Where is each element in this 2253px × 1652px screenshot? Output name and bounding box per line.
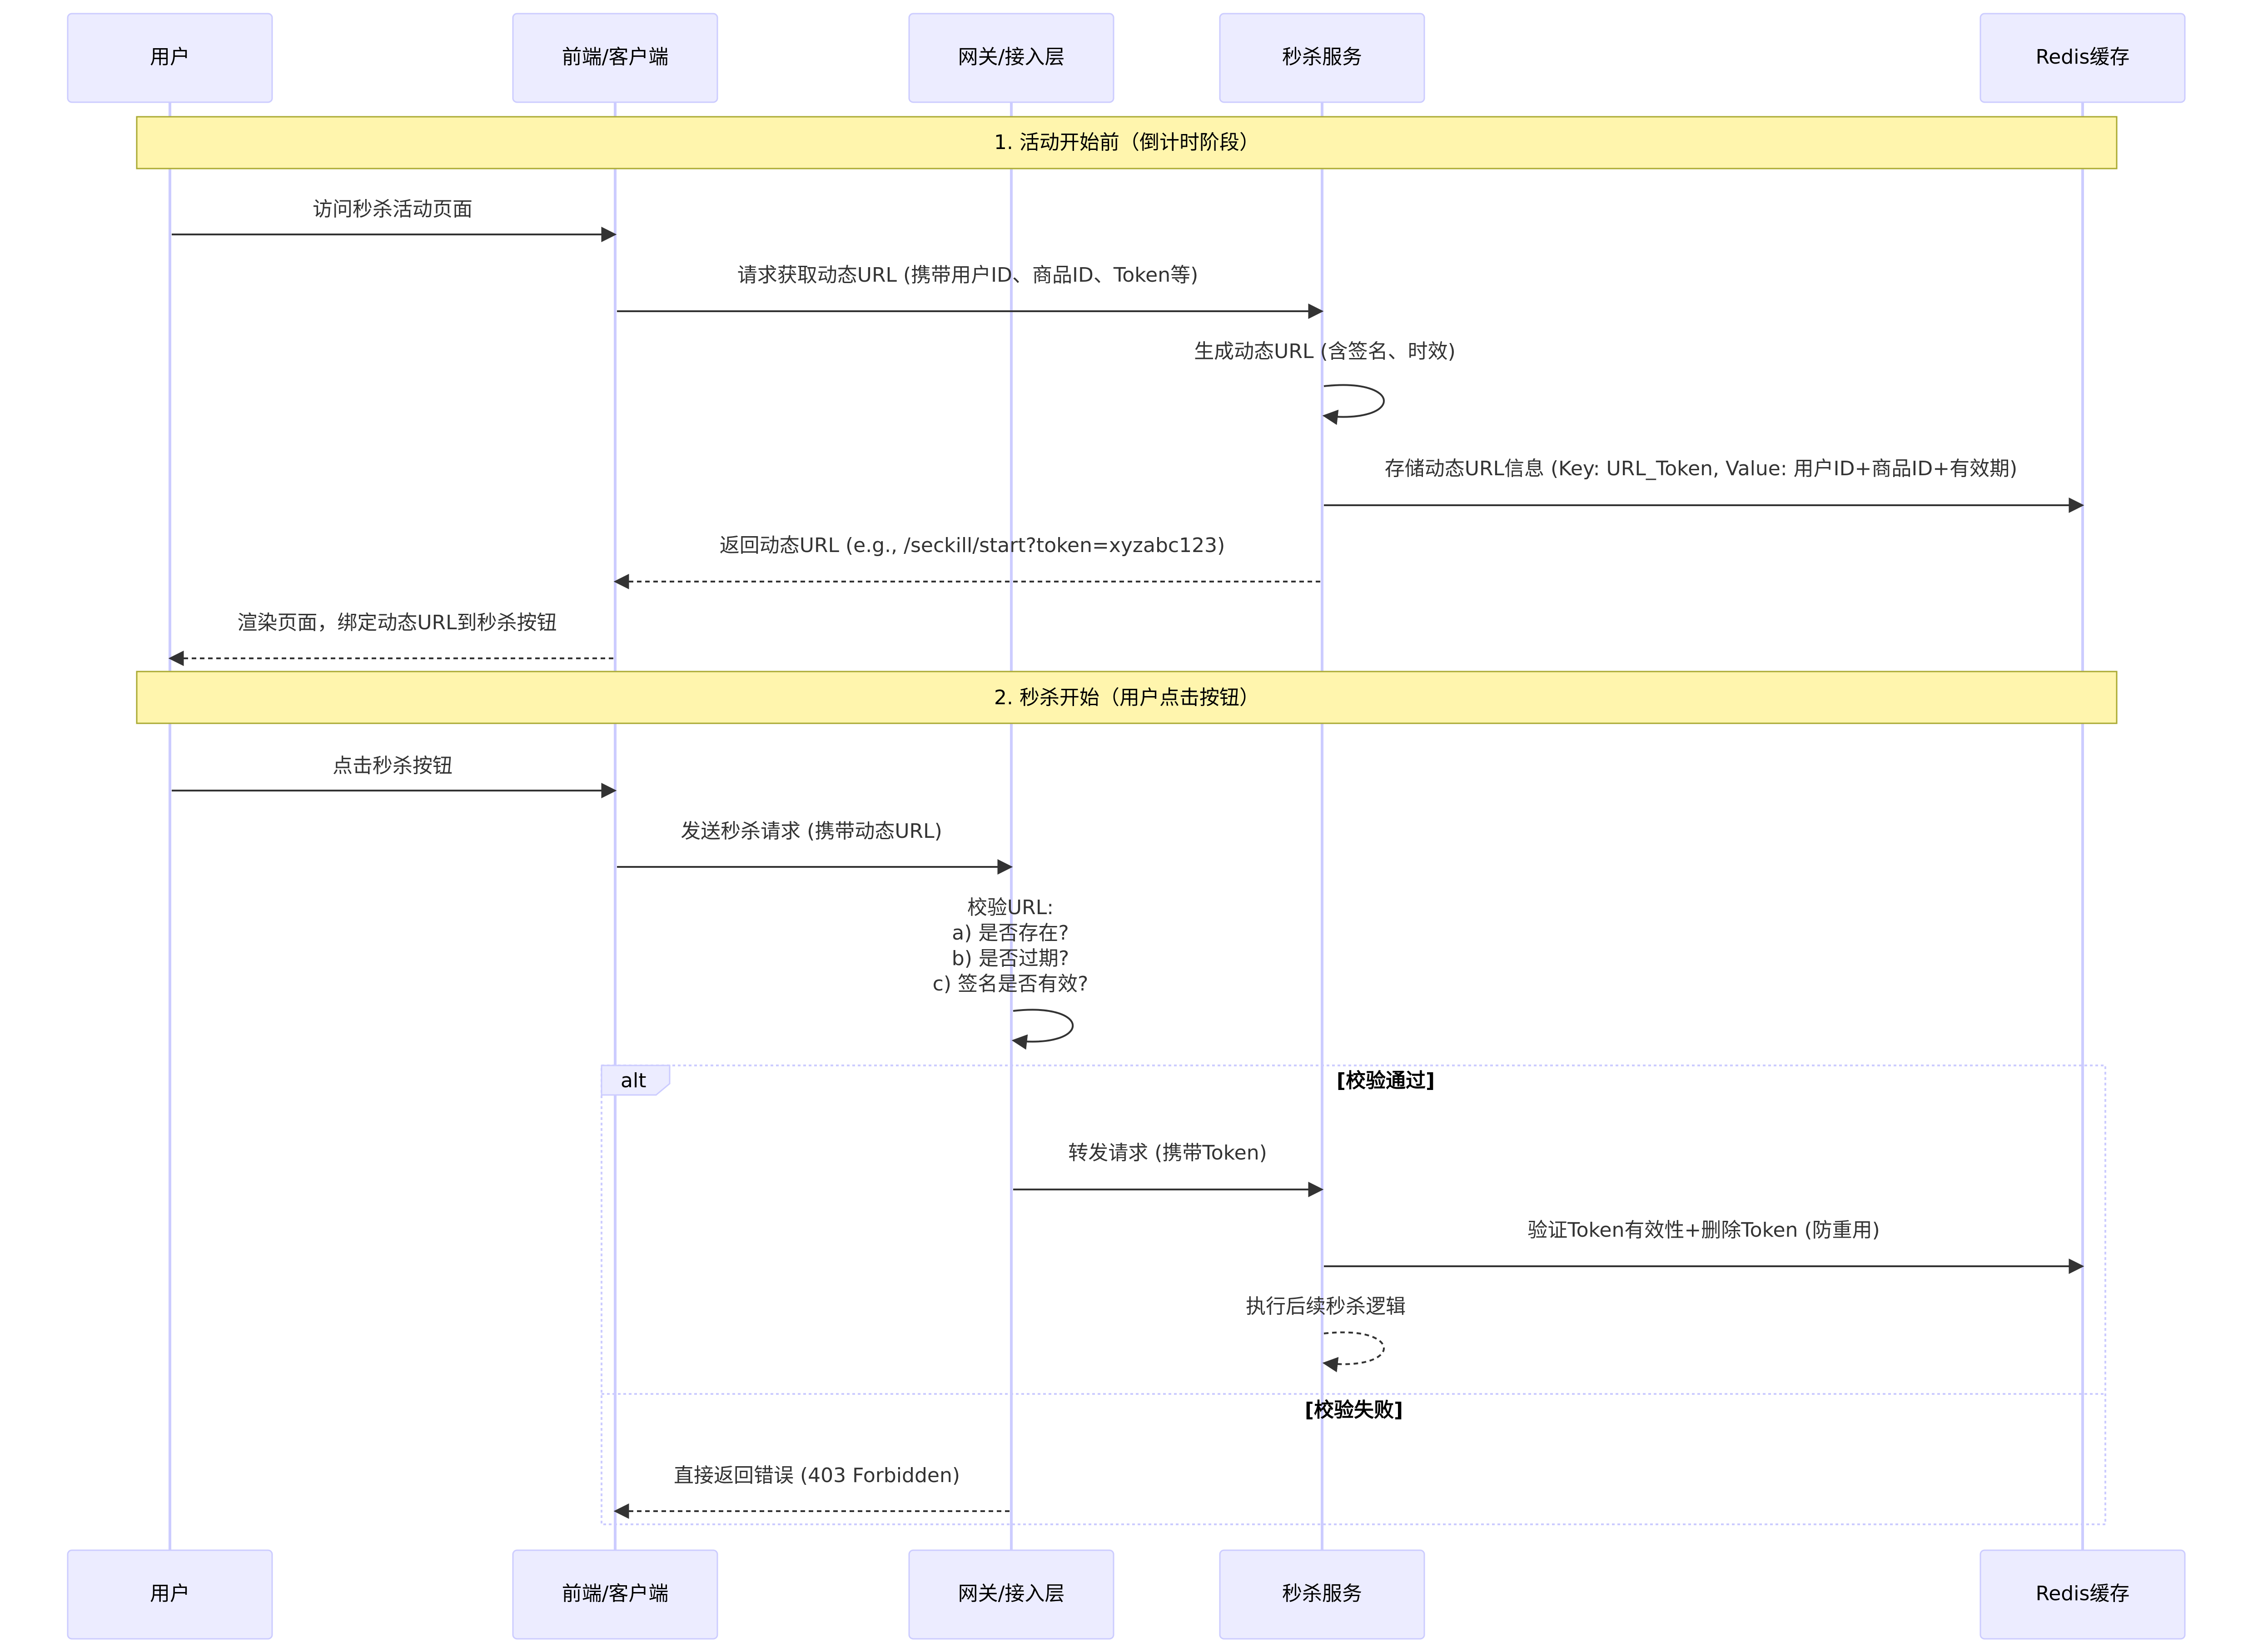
message-visit-page: 访问秒杀活动页面 (172, 198, 617, 242)
message-render-page: 渲染页面，绑定动态URL到秒杀按钮 (168, 611, 613, 666)
message-label: 存储动态URL信息 (Key: URL_Token, Value: 用户ID+商… (1385, 457, 2018, 480)
message-click-button: 点击秒杀按钮 (172, 754, 617, 798)
actor-label: 用户 (150, 45, 190, 69)
actor-client-top[interactable]: 前端/客户端 (512, 13, 718, 103)
actor-label: 网关/接入层 (958, 45, 1065, 69)
actors-bottom: 用户 前端/客户端 网关/接入层 秒杀服务 Redis缓存 (67, 1549, 2186, 1640)
alt-condition-fail: [校验失败] (1305, 1398, 1403, 1422)
message-forward-request: 转发请求 (携带Token) (1013, 1141, 1324, 1197)
message-return-error: 直接返回错误 (403 Forbidden) (613, 1464, 1010, 1519)
actor-user-bottom[interactable]: 用户 (67, 1549, 273, 1640)
message-label: 访问秒杀活动页面 (313, 198, 472, 221)
actor-client-bottom[interactable]: 前端/客户端 (512, 1549, 718, 1640)
message-label: 返回动态URL (e.g., /seckill/start?token=xyza… (720, 534, 1225, 557)
message-return-url: 返回动态URL (e.g., /seckill/start?token=xyza… (613, 534, 1320, 589)
actor-label: 网关/接入层 (958, 1582, 1065, 1605)
actor-label: 用户 (150, 1582, 190, 1605)
message-label: 执行后续秒杀逻辑 (1246, 1295, 1406, 1318)
message-label: 发送秒杀请求 (携带动态URL) (681, 820, 942, 843)
message-label-line-3: b) 是否过期? (952, 947, 1069, 970)
message-send-seckill-request: 发送秒杀请求 (携带动态URL) (617, 820, 1013, 875)
note-phase2: 2. 秒杀开始（用户点击按钮） (136, 671, 2118, 724)
actor-label: 前端/客户端 (562, 1582, 669, 1605)
actor-seckill-bottom[interactable]: 秒杀服务 (1219, 1549, 1425, 1640)
message-label: 请求获取动态URL (携带用户ID、商品ID、Token等) (737, 264, 1199, 287)
note-phase1: 1. 活动开始前（倒计时阶段） (136, 116, 2118, 169)
alt-label-box (601, 1065, 671, 1096)
message-verify-token: 验证Token有效性+删除Token (防重用) (1324, 1219, 2084, 1274)
note-phase1-text: 1. 活动开始前（倒计时阶段） (994, 131, 1259, 154)
message-generate-url: 生成动态URL (含签名、时效) (1194, 340, 1456, 425)
message-request-dynamic-url: 请求获取动态URL (携带用户ID、商品ID、Token等) (617, 264, 1324, 319)
message-label: 直接返回错误 (403 Forbidden) (674, 1464, 960, 1487)
alt-frame: alt [校验通过] [校验失败] (601, 1065, 2106, 1525)
lifelines (169, 102, 2084, 1550)
actor-label: 秒杀服务 (1282, 1582, 1362, 1605)
alt-keyword: alt (621, 1069, 646, 1092)
actor-gateway-top[interactable]: 网关/接入层 (908, 13, 1114, 103)
actor-label: 前端/客户端 (562, 45, 669, 69)
actor-label: Redis缓存 (2036, 1582, 2130, 1605)
actor-seckill-top[interactable]: 秒杀服务 (1219, 13, 1425, 103)
note-phase2-text: 2. 秒杀开始（用户点击按钮） (994, 686, 1259, 709)
actor-label: Redis缓存 (2036, 45, 2130, 69)
message-label-line-4: c) 签名是否有效? (933, 972, 1089, 995)
actor-user-top[interactable]: 用户 (67, 13, 273, 103)
message-label: 点击秒杀按钮 (333, 754, 453, 777)
message-validate-url: 校验URL: a) 是否存在? b) 是否过期? c) 签名是否有效? (933, 896, 1089, 1050)
message-label-line-2: a) 是否存在? (952, 921, 1069, 945)
actor-redis-top[interactable]: Redis缓存 (1979, 13, 2186, 103)
message-label: 生成动态URL (含签名、时效) (1194, 340, 1456, 363)
message-store-url-info: 存储动态URL信息 (Key: URL_Token, Value: 用户ID+商… (1324, 457, 2084, 513)
alt-condition-pass: [校验通过] (1337, 1069, 1435, 1092)
message-label: 验证Token有效性+删除Token (防重用) (1527, 1219, 1880, 1242)
actors-top: 用户 前端/客户端 网关/接入层 秒杀服务 Redis缓存 (67, 13, 2186, 103)
actor-label: 秒杀服务 (1282, 45, 1362, 69)
message-label: 转发请求 (携带Token) (1068, 1141, 1267, 1164)
message-label-line-1: 校验URL: (967, 896, 1054, 919)
message-execute-logic: 执行后续秒杀逻辑 (1246, 1295, 1406, 1373)
actor-gateway-bottom[interactable]: 网关/接入层 (908, 1549, 1114, 1640)
message-label: 渲染页面，绑定动态URL到秒杀按钮 (237, 611, 557, 634)
actor-redis-bottom[interactable]: Redis缓存 (1979, 1549, 2186, 1640)
